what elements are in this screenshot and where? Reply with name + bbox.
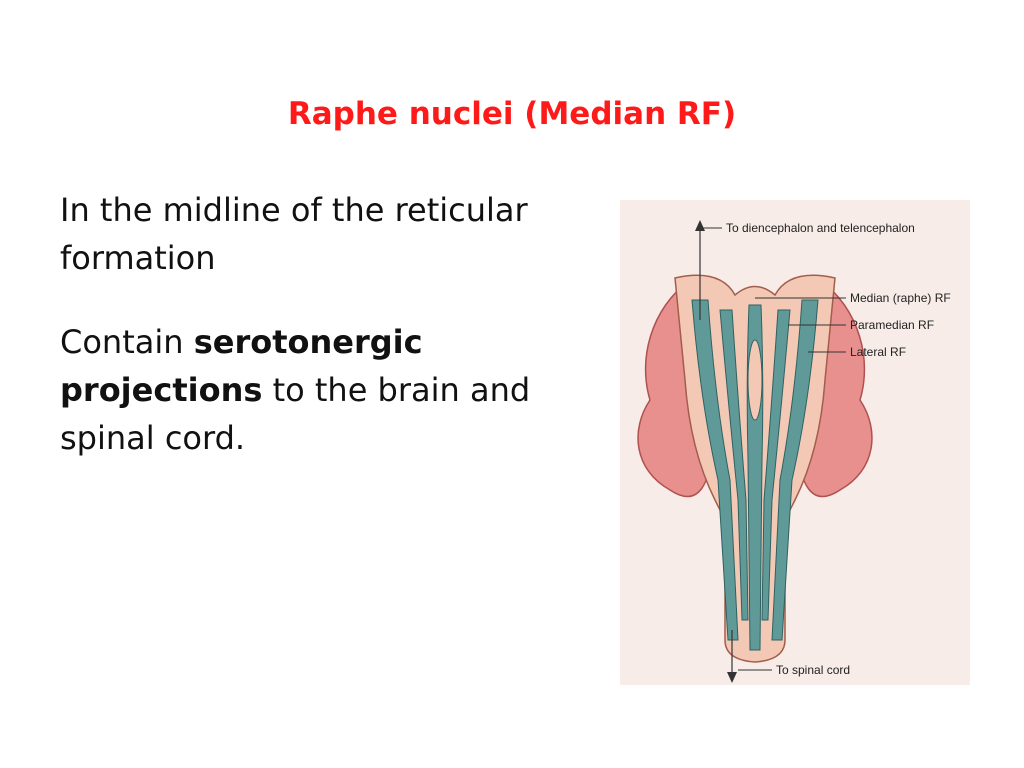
arrow-down-head	[727, 672, 737, 683]
label-paramedian: Paramedian RF	[850, 318, 934, 332]
paragraph-text-before: Contain	[60, 323, 184, 361]
label-bottom: To spinal cord	[776, 663, 850, 677]
label-median: Median (raphe) RF	[850, 291, 951, 305]
lateral-rf-right	[771, 299, 819, 641]
paragraph-bold-term: serotonergic projections	[60, 323, 423, 409]
lateral-rf-left	[691, 299, 739, 641]
brainstem-diagram: To diencephalon and telencephalon Median…	[620, 200, 970, 685]
paragraph-midline: In the midline of the reticular formatio…	[60, 191, 528, 277]
brainstem-figure: To diencephalon and telencephalon Median…	[620, 200, 970, 685]
slide-title: Raphe nuclei (Median RF)	[287, 96, 737, 132]
median-raphe-oval	[747, 339, 763, 421]
paramedian-rf-right	[761, 309, 791, 621]
body-text: In the midline of the reticular formatio…	[60, 186, 560, 498]
paragraph-text-after: to the brain and spinal cord.	[60, 371, 531, 457]
label-lateral: Lateral RF	[850, 345, 906, 359]
paragraph-serotonergic: Contain serotonergic projections to the …	[60, 318, 560, 462]
paramedian-rf-left	[719, 309, 749, 621]
label-top: To diencephalon and telencephalon	[726, 221, 915, 235]
